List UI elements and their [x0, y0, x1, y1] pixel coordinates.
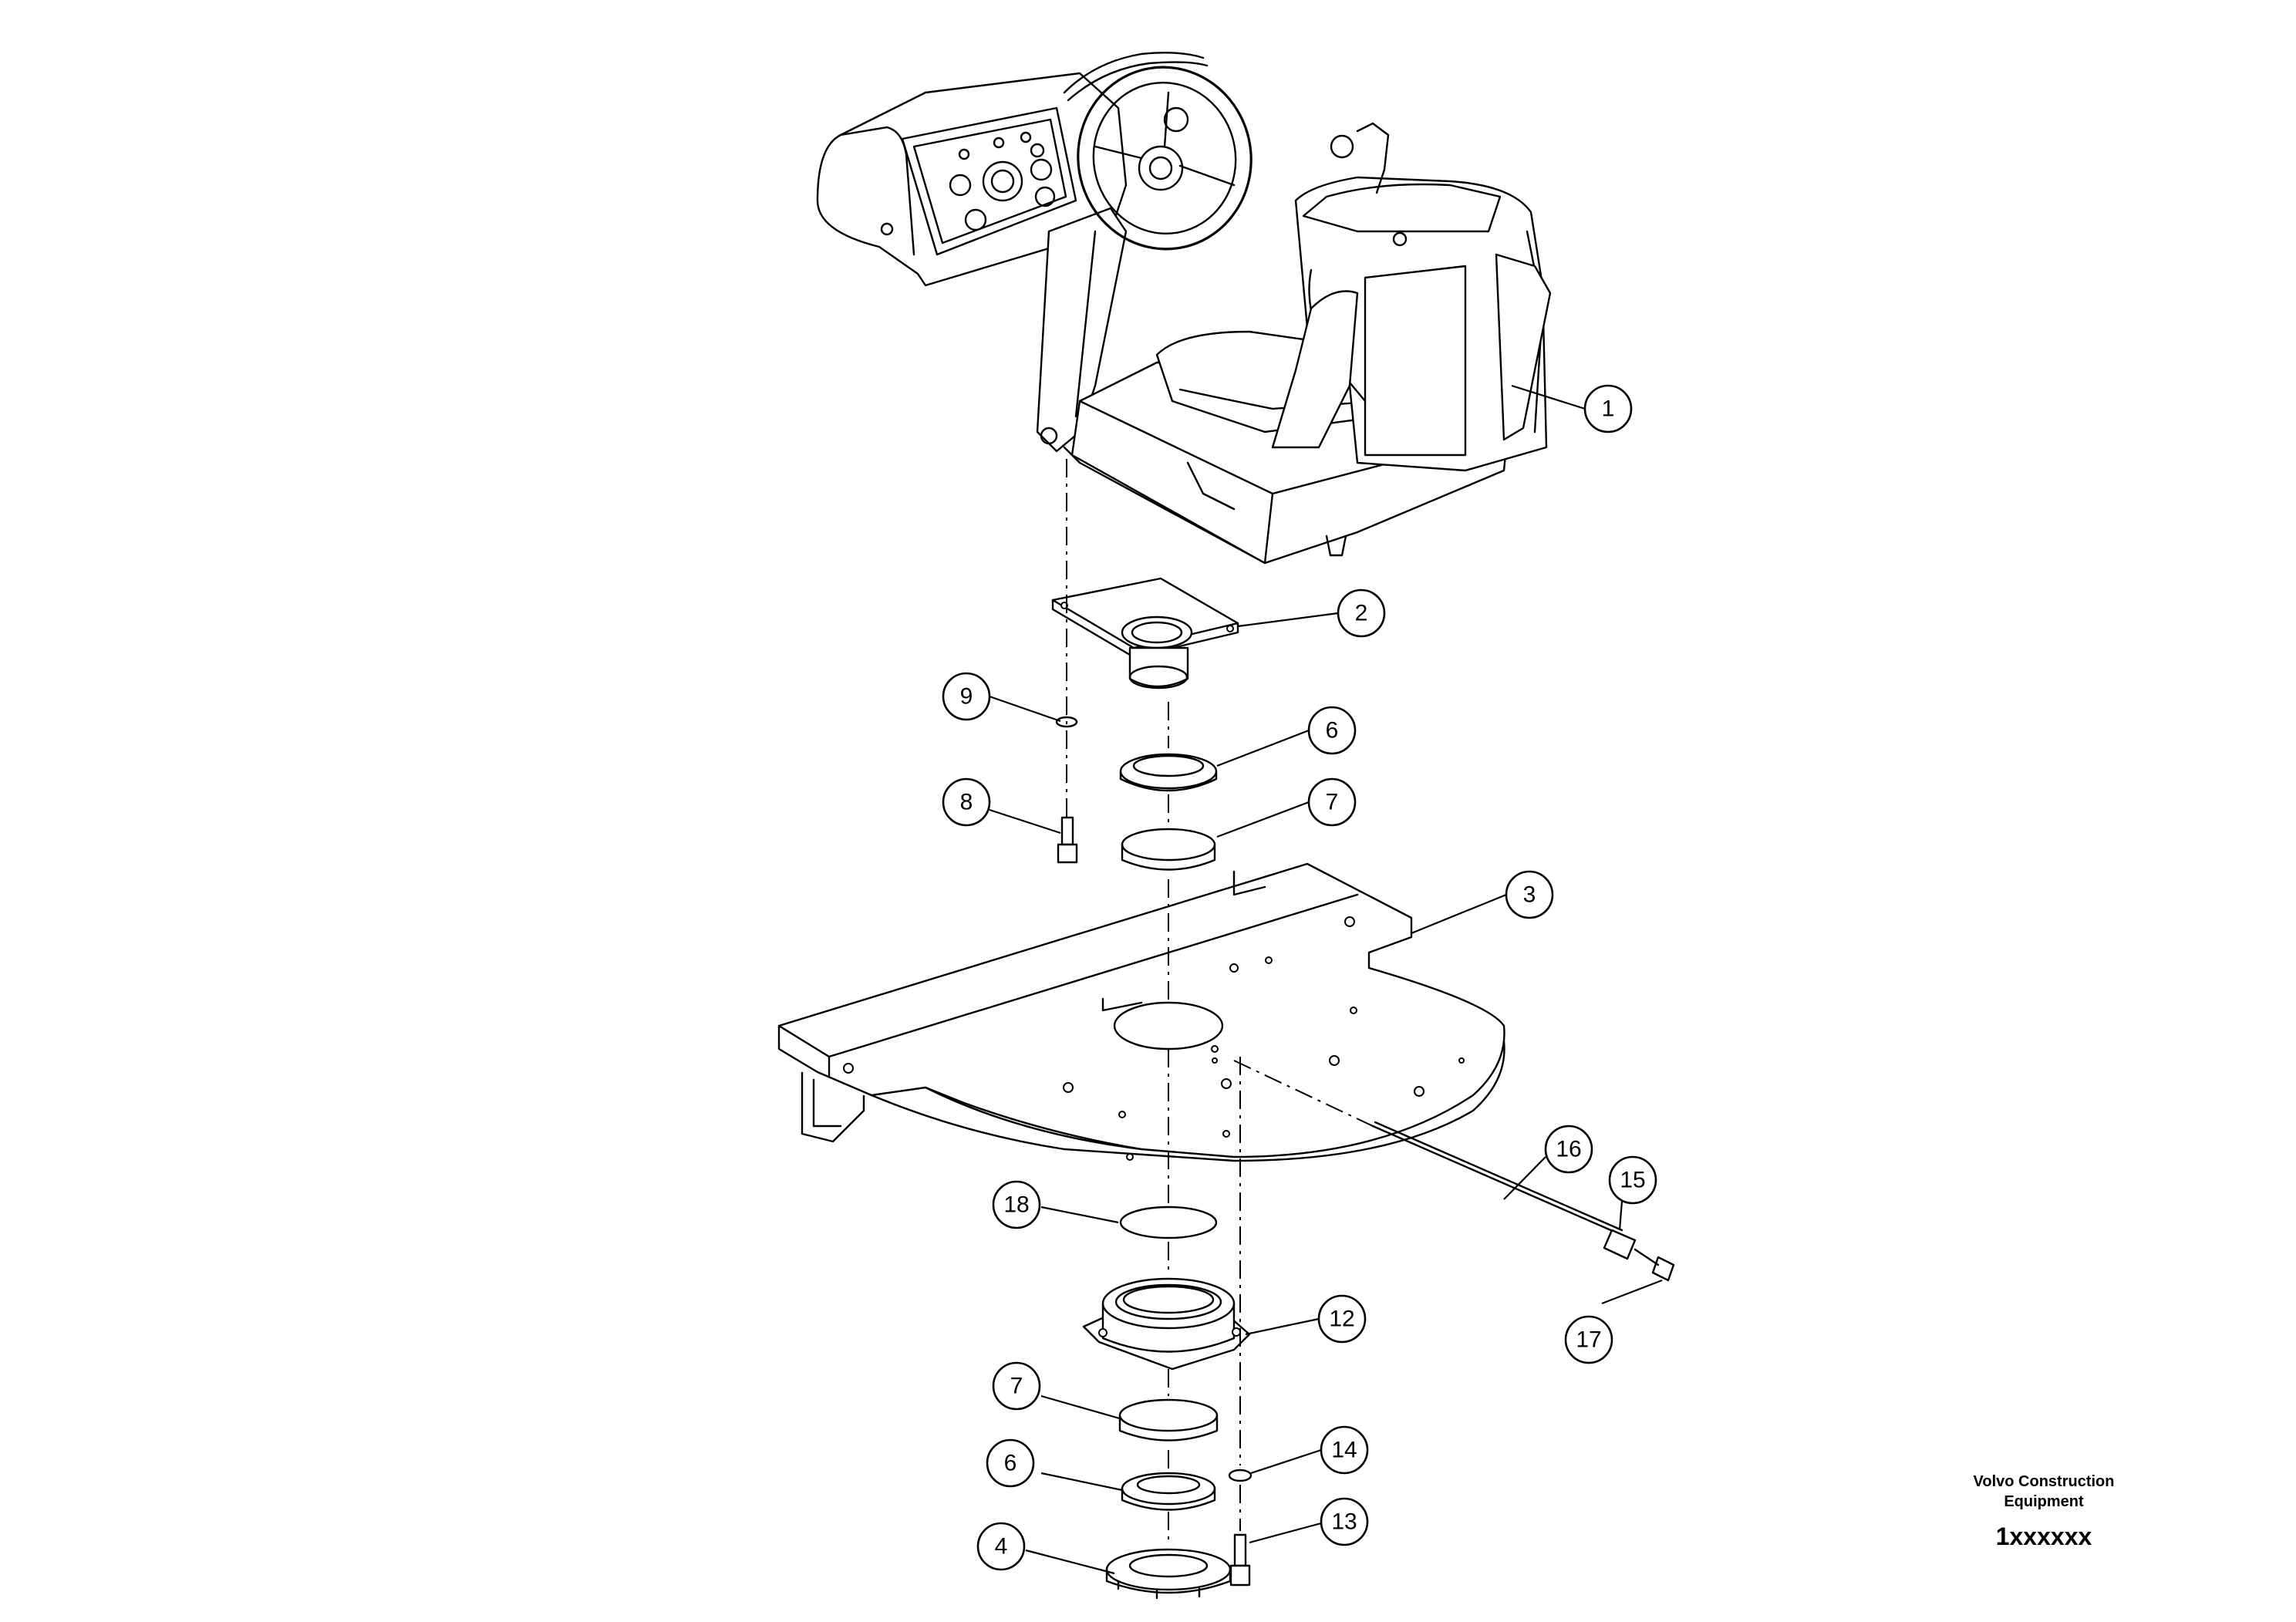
callout-18-label: 18 — [1003, 1192, 1029, 1218]
callout-3-label: 3 — [1523, 882, 1536, 908]
bolt-part-upper — [1057, 816, 1078, 864]
callout-1-label: 1 — [1602, 396, 1615, 422]
grease-nipple-part — [1633, 1248, 1675, 1282]
operator-station-part — [816, 52, 1552, 565]
brand-block: Volvo Construction Equipment 1xxxxxx — [1951, 1472, 2136, 1552]
callout-6-lower: 6 — [986, 1438, 1035, 1488]
callout-9-label: 9 — [960, 684, 973, 710]
callout-4-label: 4 — [995, 1534, 1008, 1560]
callout-7-upper-label: 7 — [1326, 790, 1339, 815]
callout-2-label: 2 — [1355, 601, 1368, 626]
bearing-cup-part-lower — [1118, 1398, 1219, 1442]
callout-15-label: 15 — [1620, 1168, 1645, 1193]
callout-14: 14 — [1320, 1425, 1369, 1475]
callout-16-label: 16 — [1556, 1137, 1581, 1162]
sleeve-part — [1603, 1229, 1637, 1260]
callout-12-label: 12 — [1329, 1307, 1354, 1332]
drawing-number: 1xxxxxx — [1995, 1523, 2092, 1550]
callout-9: 9 — [942, 672, 991, 721]
brand-name-line-1: Volvo Construction — [1973, 1473, 2115, 1490]
center-lines — [1066, 459, 1374, 1543]
callout-13-label: 13 — [1331, 1509, 1357, 1535]
washer-part-lower — [1228, 1469, 1253, 1482]
callout-2: 2 — [1337, 588, 1386, 638]
base-plate-part — [777, 862, 1505, 1162]
brand-name-line-2: Equipment — [2004, 1493, 2084, 1510]
callout-7-lower-label: 7 — [1010, 1374, 1023, 1399]
callout-18: 18 — [992, 1180, 1041, 1229]
adapter-plate-part — [1051, 577, 1239, 690]
callout-6-lower-label: 6 — [1004, 1451, 1017, 1476]
bearing-ring-part-upper — [1119, 753, 1218, 792]
callout-12: 12 — [1317, 1294, 1367, 1344]
slotted-nut-part — [1105, 1548, 1232, 1600]
callout-4: 4 — [976, 1522, 1026, 1571]
cable-part — [1371, 1121, 1623, 1236]
callout-6-upper-label: 6 — [1326, 718, 1339, 744]
callout-17-label: 17 — [1576, 1327, 1601, 1353]
bolt-part-lower — [1229, 1533, 1251, 1587]
o-ring-part — [1119, 1206, 1218, 1239]
callout-1: 1 — [1583, 384, 1633, 433]
callout-15: 15 — [1608, 1155, 1657, 1205]
bearing-cup-part-upper — [1121, 828, 1216, 871]
callout-8: 8 — [942, 777, 991, 827]
bearing-housing-part — [1082, 1277, 1251, 1371]
callout-13: 13 — [1320, 1497, 1369, 1546]
callout-7-upper: 7 — [1307, 777, 1357, 827]
callout-3: 3 — [1505, 870, 1554, 919]
callout-7-lower: 7 — [992, 1361, 1041, 1411]
callout-14-label: 14 — [1331, 1438, 1357, 1463]
callout-17: 17 — [1564, 1315, 1613, 1364]
callout-16: 16 — [1544, 1125, 1593, 1174]
callout-6-upper: 6 — [1307, 706, 1357, 755]
leader-lines — [989, 384, 1663, 1575]
bearing-ring-part-lower — [1121, 1472, 1216, 1511]
callout-8-label: 8 — [960, 790, 973, 815]
